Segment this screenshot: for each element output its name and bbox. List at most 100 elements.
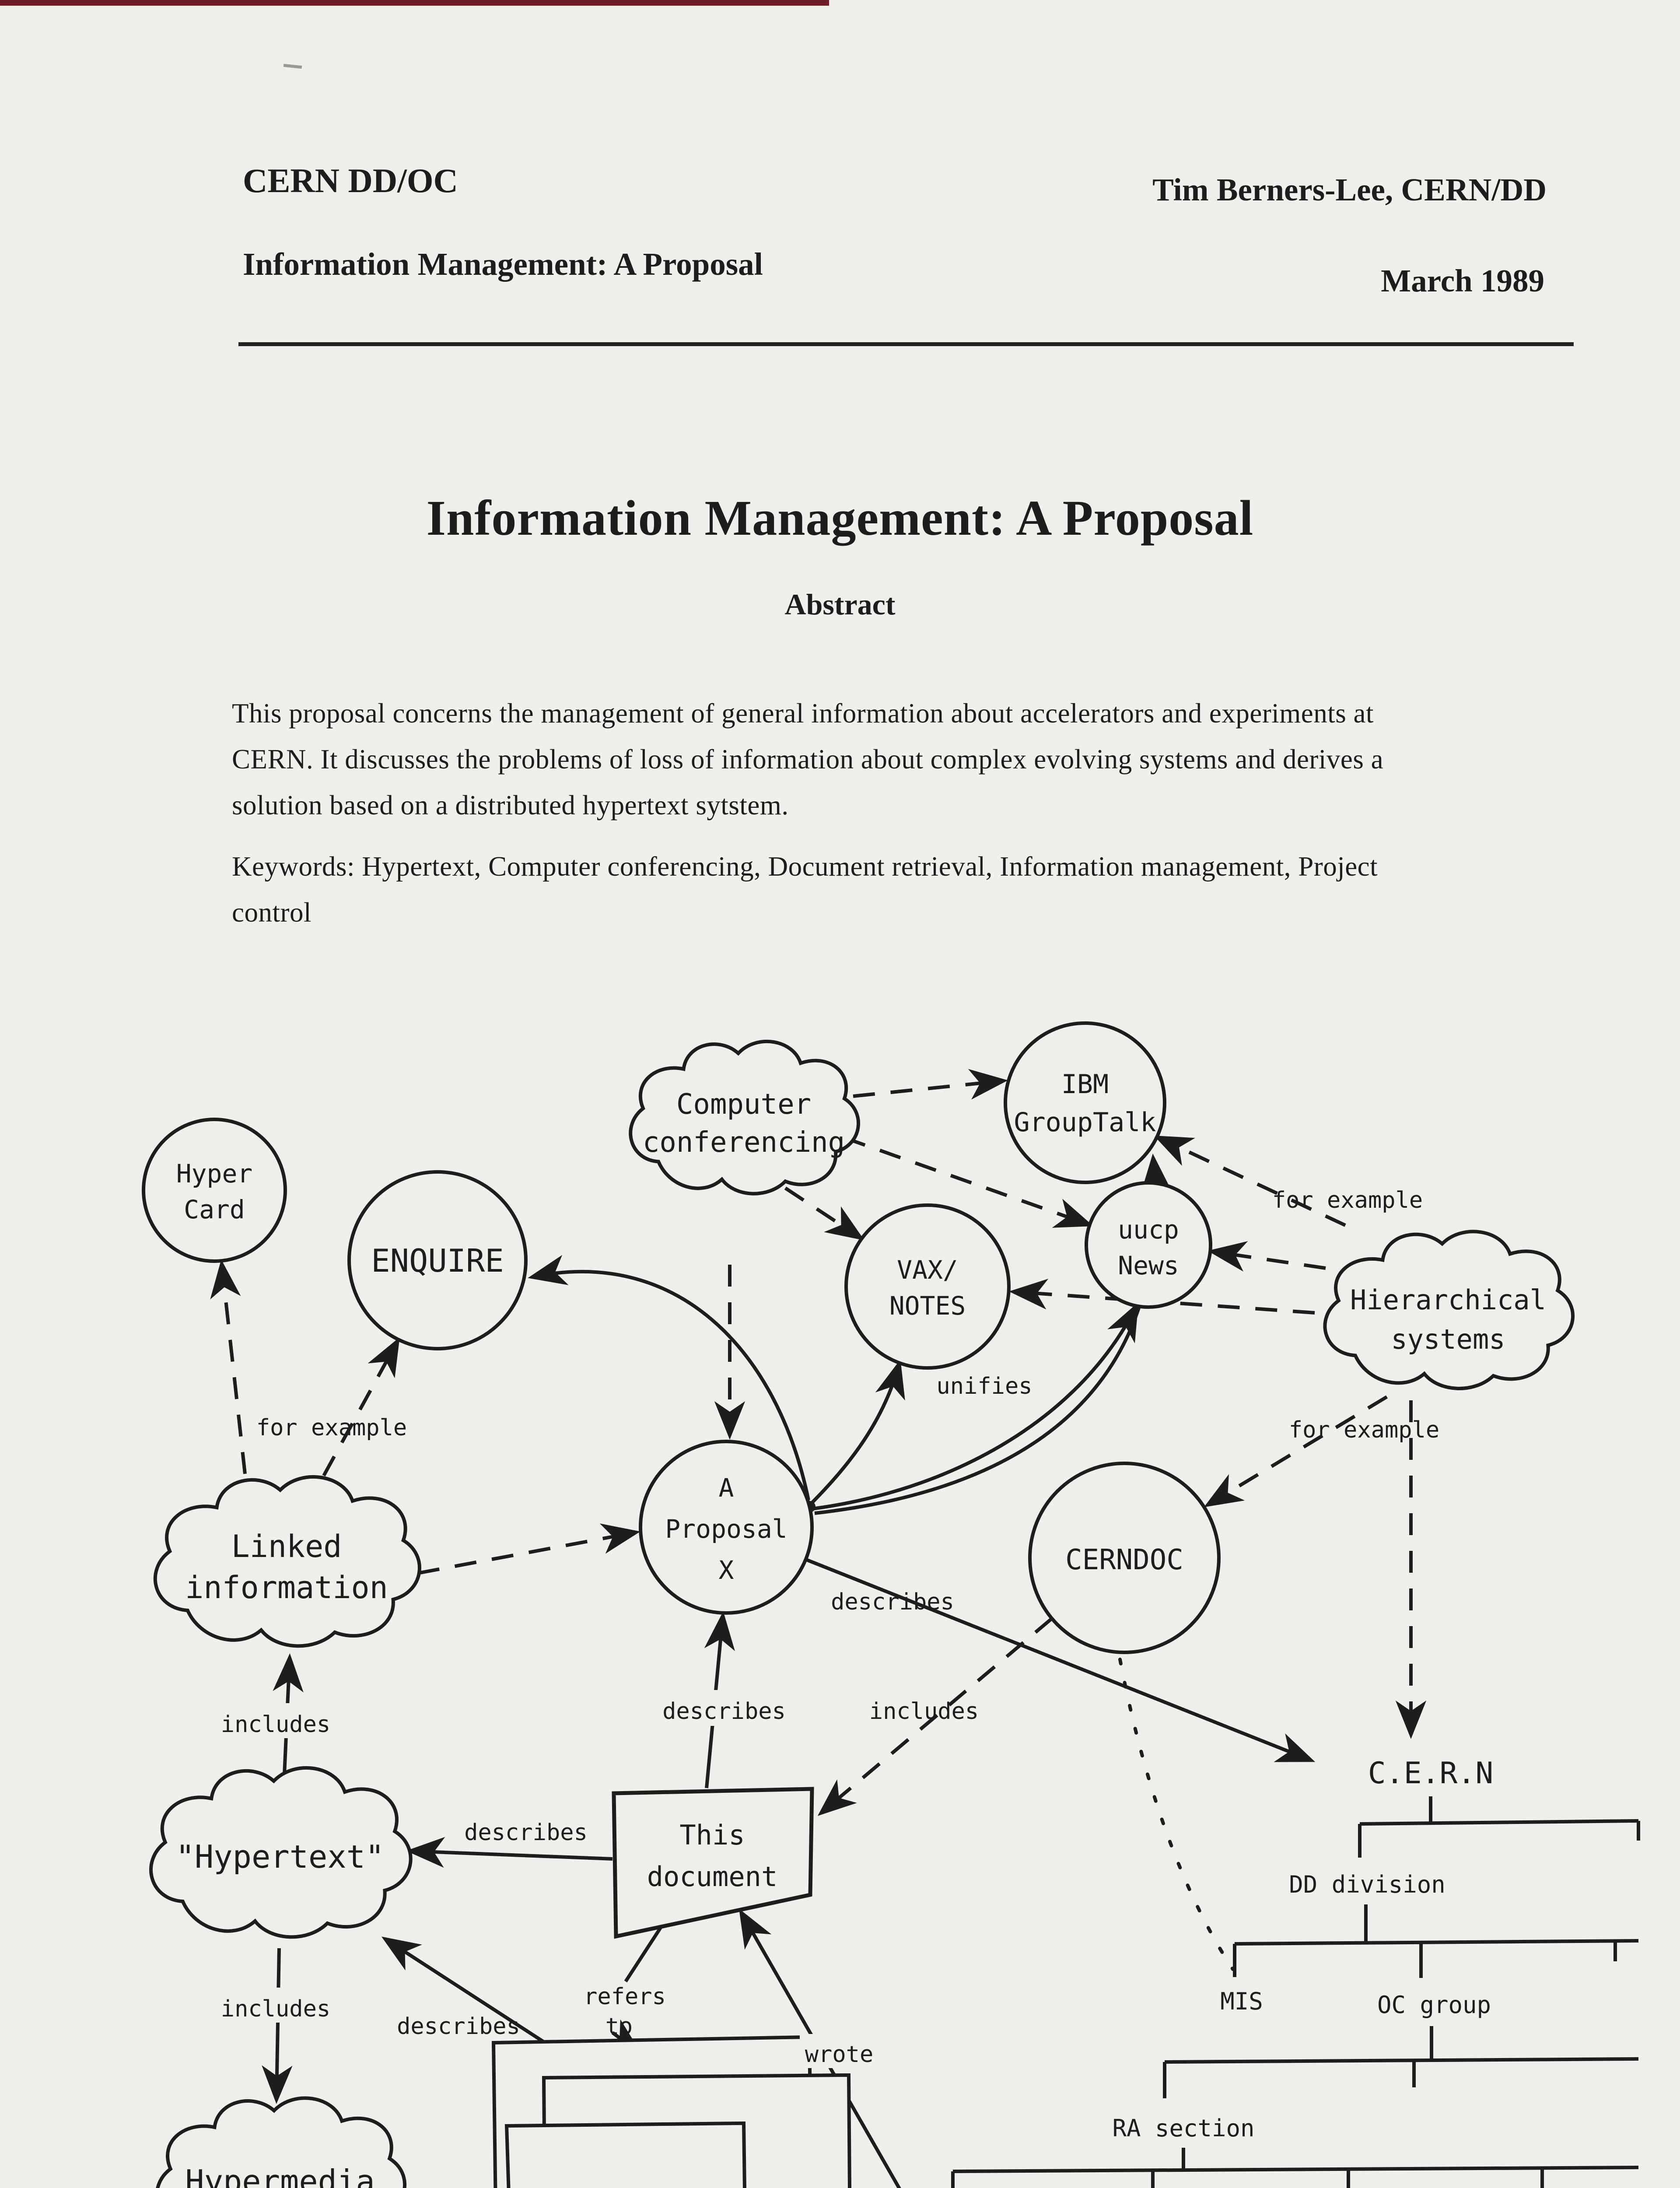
tree-node-cern: C.E.R.N (1368, 1756, 1494, 1791)
edge-document-refersto-papers-a (624, 1925, 663, 1983)
circle-shape (347, 1170, 528, 1350)
label-for-example-right: for example (1289, 1417, 1439, 1443)
node-a-proposal-x: A Proposal X (639, 1440, 814, 1615)
label-unifies: unifies (936, 1373, 1032, 1399)
node-ibm-grouptalk: IBM GroupTalk (1004, 1021, 1166, 1184)
node-label: GroupTalk (1014, 1107, 1156, 1138)
node-label: CERNDOC (1065, 1544, 1183, 1576)
edge-linked-to-hypercard (210, 1259, 247, 1474)
cloud-shape (630, 1041, 858, 1194)
edge-linked-to-proposal (417, 1523, 640, 1575)
edge-hierarchical-to-uucp (1208, 1241, 1326, 1272)
scan-artifact-strip (0, 0, 829, 6)
circle-shape (1028, 1462, 1221, 1654)
paper-front (504, 2121, 746, 2188)
keywords: Keywords: Hypertext, Computer conferenci… (232, 844, 1597, 936)
edge-hierarchical-to-ibm (1154, 1135, 1346, 1227)
node-label: Linked (231, 1529, 342, 1564)
diagram-edge-labels: for example for example for example unif… (219, 1187, 1439, 2068)
cloud-shape (151, 1768, 411, 1937)
header-date: March 1989 (1381, 263, 1544, 298)
circle-shape (142, 1118, 287, 1263)
abstract-line: CERN. It discusses the problems of loss … (232, 744, 1384, 775)
circle-shape (1004, 1021, 1166, 1184)
cern-org-tree: C.E.R.N DD division MIS OC group RA sect… (951, 1756, 1640, 2188)
node-label: uucp (1118, 1215, 1179, 1245)
node-label: NOTES (889, 1291, 966, 1321)
abstract-line: This proposal concerns the management of… (232, 698, 1374, 729)
node-computer-conferencing: Computer conferencing (630, 1041, 858, 1194)
circle-shape (844, 1203, 1011, 1370)
keywords-line: control (232, 897, 312, 928)
edge-conferencing-to-uucp (844, 1136, 1094, 1228)
node-enquire: ENQUIRE (347, 1170, 528, 1350)
header-doc-title: Information Management: A Proposal (243, 246, 763, 282)
node-this-document: This document (612, 1787, 814, 1939)
node-hypermedia: Hypermedia (157, 2098, 405, 2188)
node-label: Card (184, 1195, 245, 1224)
node-label: This (679, 1819, 745, 1851)
label-refers: refers (584, 1984, 666, 2010)
node-hypertext: "Hypertext" (151, 1768, 411, 1937)
keywords-line: Keywords: Hypertext, Computer conferenci… (232, 851, 1378, 882)
cloud-shape (1325, 1231, 1573, 1389)
label-includes-linked: includes (221, 1711, 330, 1738)
node-label: A (719, 1473, 734, 1503)
tree-line (1359, 1819, 1639, 1826)
edge-unifies-uucp (812, 1302, 1139, 1511)
node-label: Hierarchical (1350, 1284, 1546, 1316)
tree-node-ra-section: RA section (1112, 2114, 1254, 2142)
node-hyper-card: Hyper Card (142, 1118, 287, 1263)
abstract-line: solution based on a distributed hypertex… (232, 790, 789, 820)
tree-node-oc-group: OC group (1377, 1991, 1491, 2019)
header-rule (238, 342, 1574, 346)
header-author: Tim Berners-Lee, CERN/DD (1152, 172, 1547, 207)
label-for-example-top: for example (1272, 1187, 1423, 1213)
node-label: Computer (676, 1088, 811, 1121)
label-includes-this-document: includes (869, 1698, 979, 1725)
header-org: CERN DD/OC (243, 161, 458, 200)
tree-node-mis: MIS (1220, 1988, 1263, 2015)
edge-proposal-describes-cern (806, 1558, 1316, 1762)
node-label: "Hypertext" (176, 1838, 385, 1875)
label-wrote: wrote (805, 2041, 874, 2068)
node-label: News (1118, 1251, 1179, 1280)
node-hierarchical-systems: Hierarchical systems (1325, 1231, 1573, 1389)
node-label: conferencing (643, 1126, 845, 1159)
node-cerndoc: CERNDOC (1028, 1462, 1221, 1654)
node-label: Proposal (665, 1514, 787, 1544)
edge-hierarchical-to-cerndoc (1204, 1395, 1388, 1508)
edge-cerndoc-includes-document (817, 1616, 1054, 1816)
edge-linked-to-enquire (322, 1337, 400, 1476)
edge-papers-describes-hypertext (381, 1936, 549, 2046)
document-box-shape (612, 1787, 814, 1939)
label-to: to (606, 2013, 633, 2040)
node-label: information (185, 1570, 388, 1606)
label-includes-hypermedia: includes (221, 1996, 330, 2022)
label-for-example-left: for example (256, 1415, 407, 1441)
tree-line (1234, 1939, 1639, 1946)
node-label: X (719, 1555, 734, 1585)
node-linked-information: Linked information (155, 1477, 420, 1646)
label-describes-papers: describes (397, 2013, 520, 2040)
circle-shape (1085, 1181, 1212, 1309)
edge-document-describes-hypertext (406, 1837, 613, 1868)
node-papers-stack: etc Comms ACM (491, 2035, 851, 2188)
edge-conferencing-to-vaxnotes (784, 1186, 865, 1241)
cloud-shape (155, 1477, 420, 1646)
label-describes-proposal: describes (662, 1698, 786, 1725)
node-label: ENQUIRE (371, 1242, 504, 1279)
node-vax-notes: VAX/ NOTES (844, 1203, 1011, 1370)
node-label: VAX/ (897, 1255, 958, 1285)
label-bg (219, 1988, 333, 2023)
tree-node-dd-division: DD division (1289, 1871, 1446, 1898)
node-label: systems (1391, 1323, 1505, 1355)
abstract-heading: Abstract (784, 588, 896, 621)
label-bg (219, 1703, 333, 1738)
label-bg (800, 2034, 879, 2068)
cloud-shape (157, 2098, 405, 2188)
abstract-body: This proposal concerns the management of… (232, 691, 1597, 828)
edge-conferencing-to-ibm (853, 1069, 1008, 1100)
page-title: Information Management: A Proposal (426, 490, 1254, 546)
